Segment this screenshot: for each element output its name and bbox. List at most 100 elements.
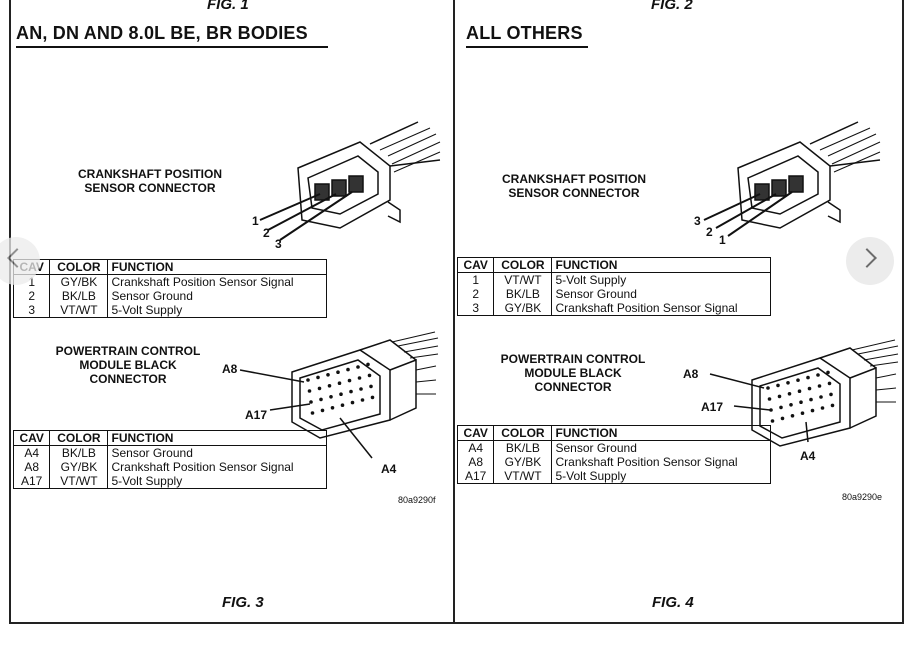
- header-function: FUNCTION: [551, 257, 771, 273]
- table-row: A8 GY/BK Crankshaft Position Sensor Sign…: [13, 460, 327, 474]
- right-heading: ALL OTHERS: [466, 23, 583, 43]
- previous-button[interactable]: [0, 237, 40, 285]
- header-color: COLOR: [493, 425, 553, 441]
- pin-hole: [370, 395, 375, 400]
- pin-hole: [316, 375, 320, 380]
- cell-color: GY/BK: [493, 455, 553, 469]
- left-heading-underline: [16, 46, 328, 48]
- fig-4-caption: FIG. 4: [652, 594, 694, 611]
- table-row: 2 BK/LB Sensor Ground: [457, 287, 771, 301]
- pin-hole: [319, 397, 323, 402]
- cell-function: Sensor Ground: [555, 287, 637, 301]
- cell-color: VT/WT: [493, 469, 553, 484]
- pin-hole: [826, 370, 830, 375]
- pin-hole: [309, 400, 313, 404]
- right-pcm-pin-grid: [766, 370, 835, 423]
- right-pcm-label-line3: CONNECTOR: [534, 380, 612, 394]
- right-pcm-pin-a8: A8: [683, 367, 699, 381]
- cell-color: GY/BK: [49, 460, 109, 474]
- diagram-frame: [9, 0, 904, 624]
- pin-hole: [327, 384, 332, 388]
- cell-color: BK/LB: [493, 287, 553, 301]
- chevron-left-icon: [7, 248, 27, 268]
- pin-hole: [317, 386, 322, 391]
- table-row: 1 VT/WT 5-Volt Supply: [457, 272, 771, 287]
- table-row: 2 BK/LB Sensor Ground: [13, 289, 327, 303]
- right-figure-code: 80a9290e: [842, 492, 883, 502]
- fig-3-caption: FIG. 3: [222, 594, 264, 611]
- table-header-row: CAV COLOR FUNCTION: [13, 259, 327, 275]
- pin-hole: [367, 373, 372, 378]
- pin-hole: [790, 414, 795, 418]
- cell-function: Crankshaft Position Sensor Signal: [555, 301, 738, 315]
- left-pcm-pin-a8: A8: [222, 362, 238, 376]
- cell-function: Sensor Ground: [111, 289, 193, 303]
- cell-cav: 3: [457, 301, 495, 316]
- panel-divider: [453, 0, 455, 624]
- cell-cav: 3: [13, 303, 51, 318]
- pin-hole: [766, 386, 770, 390]
- pin-hole: [827, 381, 832, 386]
- pin-hole: [347, 378, 352, 383]
- header-color: COLOR: [49, 430, 109, 446]
- left-pcm-label-line3: CONNECTOR: [89, 372, 167, 386]
- fig-1-caption: FIG. 1: [207, 0, 249, 13]
- pin-hole: [776, 383, 780, 388]
- right-pcm-table: CAV COLOR FUNCTION A4 BK/LB Sensor Groun…: [457, 425, 771, 484]
- pin-hole: [786, 381, 790, 385]
- right-pcm-connector-drawing: [709, 339, 899, 447]
- pin-hole: [310, 411, 315, 415]
- cell-function: 5-Volt Supply: [555, 469, 627, 483]
- pin-hole: [366, 362, 370, 367]
- right-ckp-connector-drawing: [703, 121, 881, 237]
- pin-hole: [770, 419, 775, 423]
- pin-hole: [816, 373, 820, 377]
- pin-hole: [800, 411, 805, 415]
- pin-hole: [350, 400, 355, 405]
- right-ckp-pin-1: 1: [719, 233, 726, 247]
- left-ckp-connector-drawing: [259, 121, 441, 241]
- cell-function: Crankshaft Position Sensor Signal: [111, 275, 294, 289]
- pin-hole: [806, 375, 810, 380]
- pin-hole: [357, 376, 362, 380]
- header-function: FUNCTION: [551, 425, 771, 441]
- left-ckp-pin-3: 3: [275, 237, 282, 251]
- left-pcm-label-line2: MODULE BLACK: [79, 358, 177, 372]
- cell-cav: A17: [457, 469, 495, 484]
- cell-color: BK/LB: [49, 289, 109, 303]
- cell-color: BK/LB: [493, 440, 553, 455]
- right-ckp-table: CAV COLOR FUNCTION 1 VT/WT 5-Volt Supply…: [457, 257, 771, 316]
- cell-color: BK/LB: [49, 445, 109, 460]
- pin-hole: [810, 408, 815, 413]
- left-ckp-table: CAV COLOR FUNCTION 1 GY/BK Crankshaft Po…: [13, 259, 327, 318]
- pin-hole: [330, 406, 335, 410]
- pin-hole: [356, 365, 360, 369]
- cell-function: 5-Volt Supply: [111, 474, 183, 488]
- cell-cav: A8: [13, 460, 51, 474]
- cell-cav: 1: [457, 272, 495, 287]
- pin-hole: [780, 416, 785, 421]
- cell-cav: 2: [457, 287, 495, 301]
- right-ckp-pin-2: 2: [706, 225, 713, 239]
- left-pcm-pin-grid: [306, 362, 375, 415]
- pin-hole: [359, 387, 363, 391]
- right-pcm-pin-a17: A17: [701, 400, 724, 414]
- pin-hole: [796, 378, 800, 382]
- table-header-row: CAV COLOR FUNCTION: [457, 257, 771, 273]
- right-ckp-label: CRANKSHAFT POSITION SENSOR CONNECTOR: [484, 172, 664, 200]
- next-button[interactable]: [846, 237, 894, 285]
- left-pcm-table: CAV COLOR FUNCTION A4 BK/LB Sensor Groun…: [13, 430, 327, 489]
- right-ckp-pin-3: 3: [694, 214, 701, 228]
- pin-hole: [346, 367, 350, 372]
- left-ckp-pin-1: 1: [252, 214, 259, 228]
- pin-hole: [789, 403, 793, 407]
- cell-function: 5-Volt Supply: [111, 303, 183, 317]
- left-ckp-pin-2: 2: [263, 226, 270, 240]
- cell-cav: A8: [457, 455, 495, 469]
- pin-hole: [767, 397, 772, 401]
- cell-cav: A4: [13, 445, 51, 460]
- cell-color: VT/WT: [493, 272, 553, 287]
- left-pcm-pin-a17: A17: [245, 408, 268, 422]
- table-row: 1 GY/BK Crankshaft Position Sensor Signa…: [13, 274, 327, 289]
- header-cav: CAV: [457, 257, 495, 273]
